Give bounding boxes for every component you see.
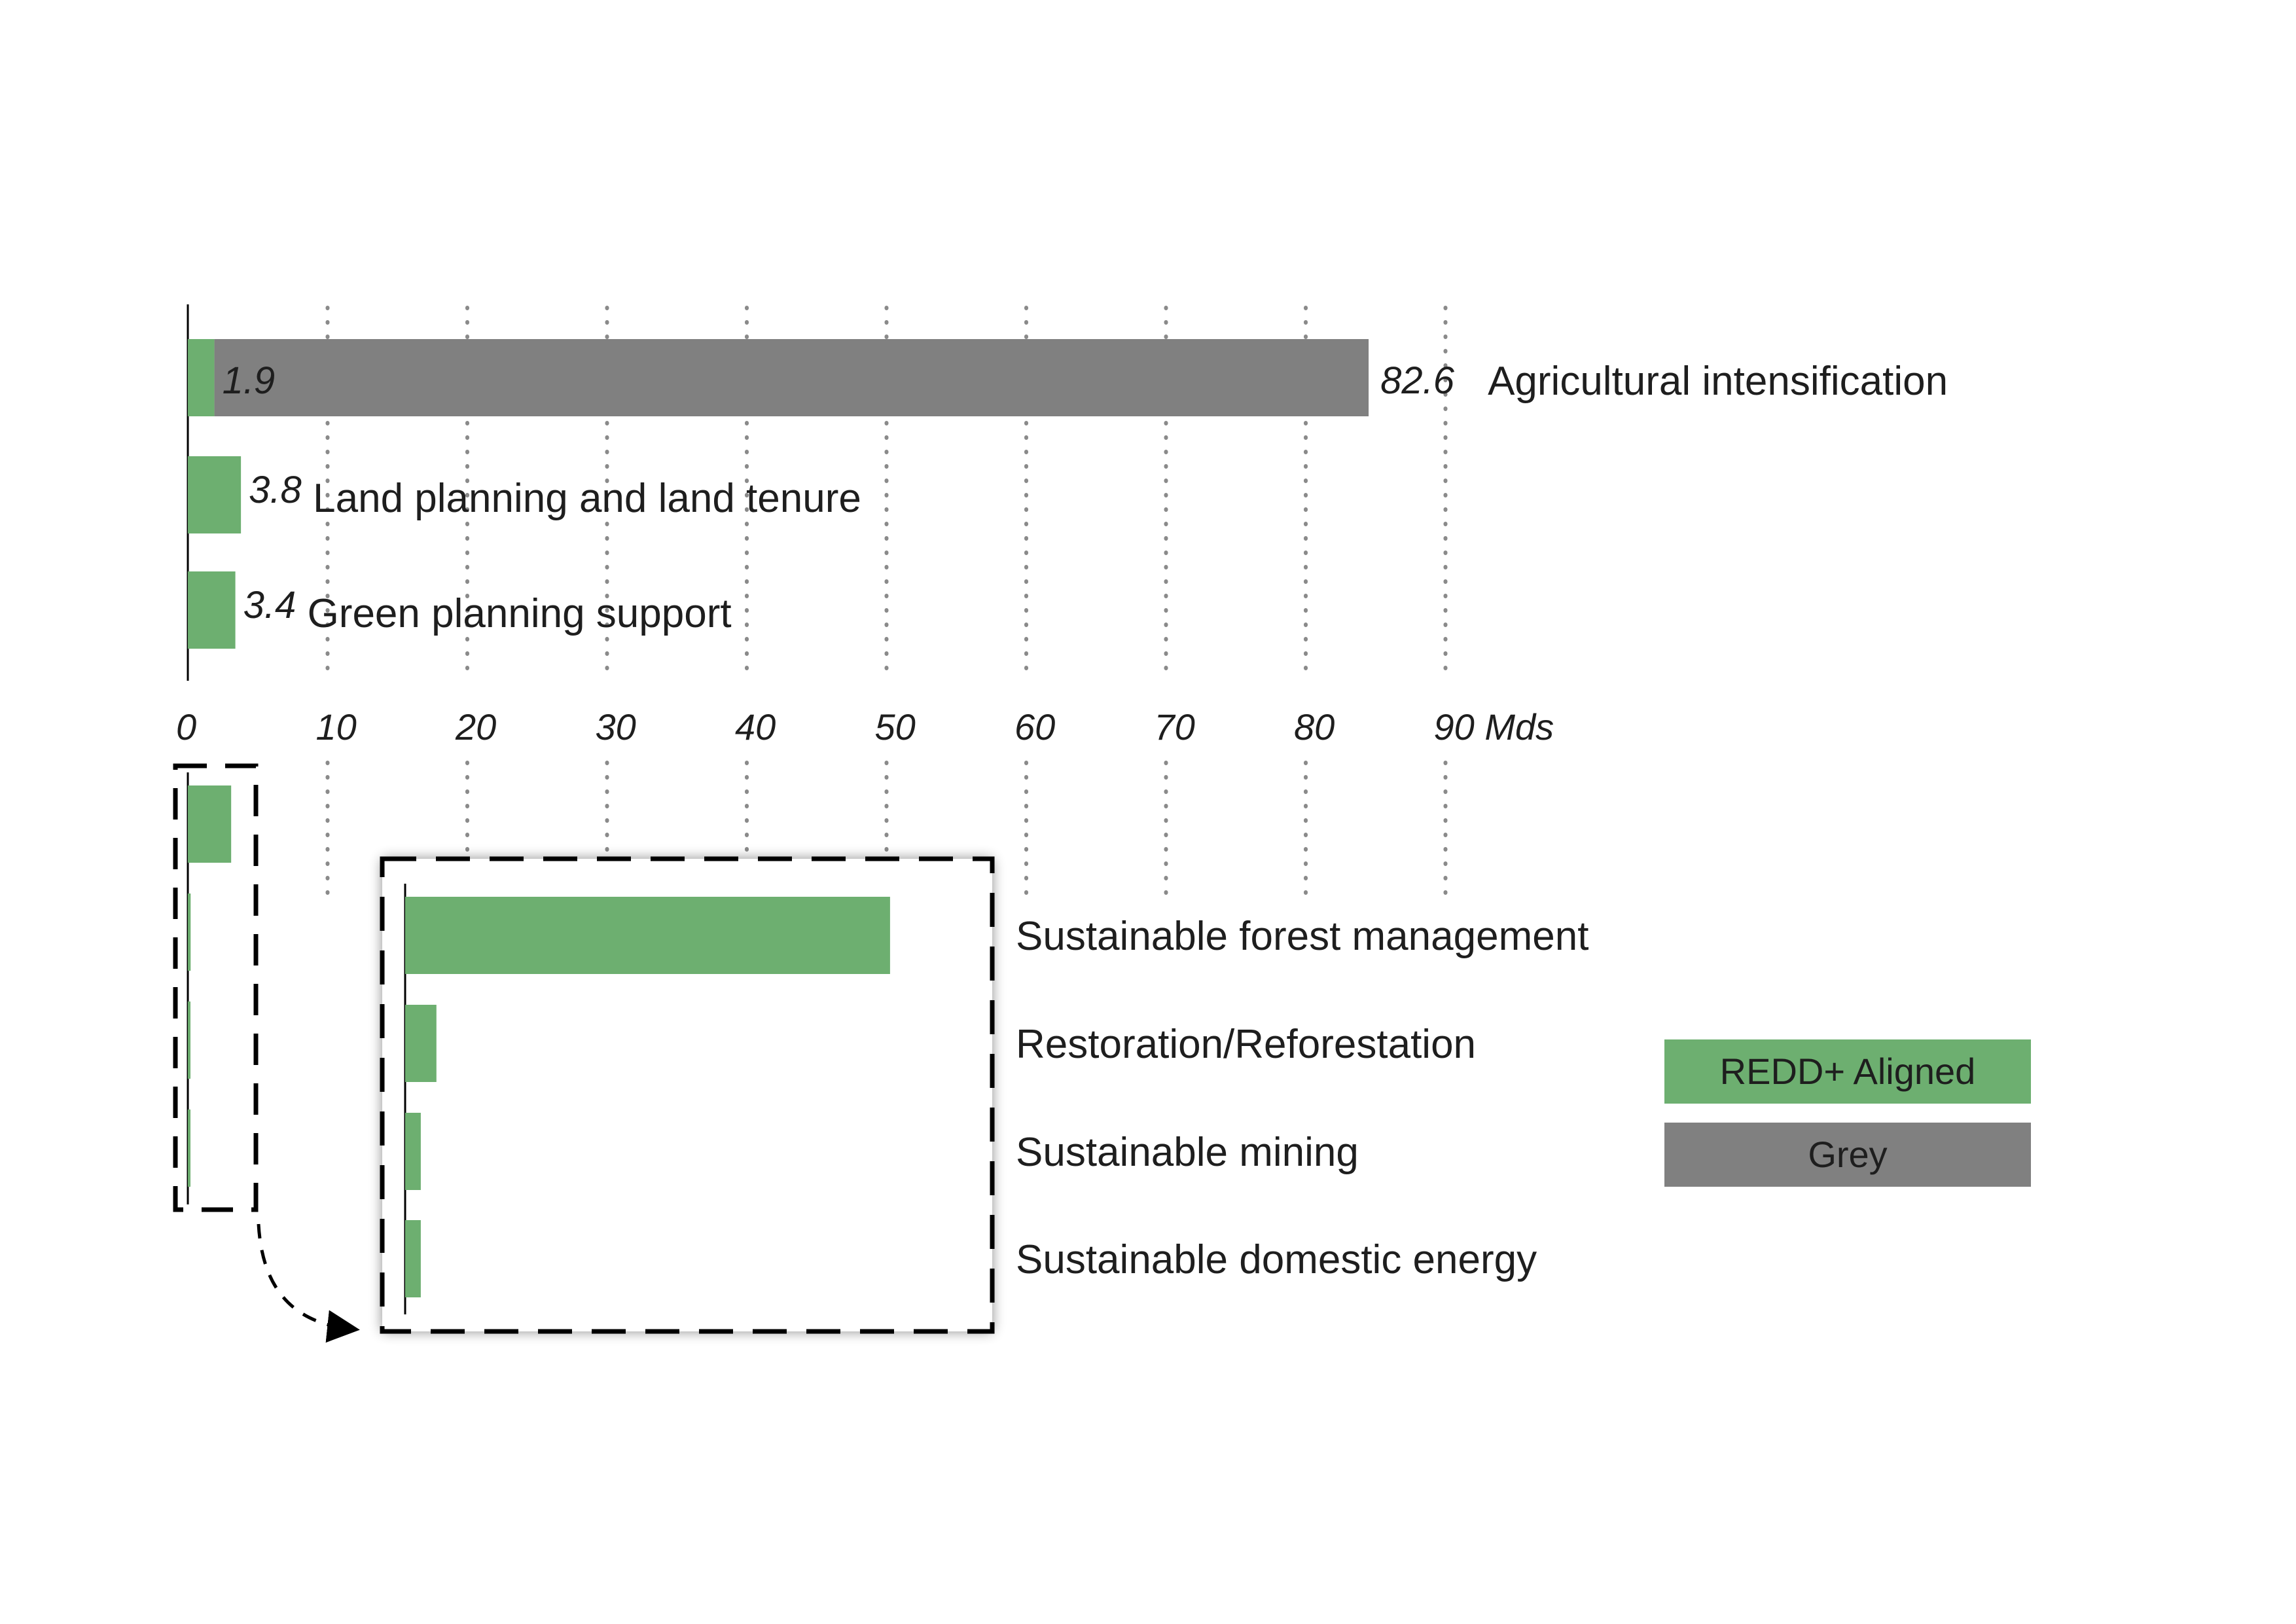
x-tick-label: 90 Mds <box>1434 706 1554 748</box>
x-tick-label: 50 <box>875 706 916 748</box>
x-tick-label: 30 <box>596 706 636 748</box>
legend-label: REDD+ Aligned <box>1720 1051 1976 1092</box>
category-label: Green planning support <box>308 591 732 636</box>
category-label: Agricultural intensification <box>1488 359 1948 404</box>
bars <box>188 339 1369 1187</box>
zoom-bar-2 <box>405 1113 421 1190</box>
small-bar-0 <box>188 785 232 863</box>
legend-swatch-0 <box>1664 1039 2031 1104</box>
bar-redd-value: 1.9 <box>223 359 276 402</box>
x-tick-label: 70 <box>1155 706 1195 748</box>
x-tick-label: 80 <box>1294 706 1335 748</box>
zoom-bar-1 <box>405 1005 437 1082</box>
zoom-bar-0 <box>405 897 890 974</box>
legend-swatch-1 <box>1664 1123 2031 1187</box>
category-label: Sustainable forest management <box>1016 914 1588 959</box>
bar-total-value: 82.6 <box>1380 359 1455 402</box>
labels: 1.9 82.6 Agricultural intensification 3.8 La… <box>223 359 1948 1282</box>
category-label: Sustainable domestic energy <box>1016 1237 1537 1282</box>
x-tick-label: 40 <box>735 706 776 748</box>
small-bar-1 <box>188 893 191 971</box>
zoom-bar-3 <box>405 1220 421 1297</box>
category-label: Land planning and land tenure <box>313 476 861 521</box>
bar-redd-value: 3.4 <box>243 584 296 626</box>
small-bar-3 <box>188 1110 190 1187</box>
legend-label: Grey <box>1808 1134 1887 1175</box>
bar-redd-2 <box>188 571 236 649</box>
x-tick-label: 20 <box>455 706 496 748</box>
x-tick-label: 0 <box>176 706 196 748</box>
x-tick-label: 10 <box>316 706 357 748</box>
selection-box <box>173 763 259 1212</box>
x-tick-label: 60 <box>1014 706 1055 748</box>
category-label: Sustainable mining <box>1016 1130 1359 1175</box>
bar-grey-0 <box>214 339 1369 416</box>
bar-redd-0 <box>188 339 215 416</box>
category-label: Restoration/Reforestation <box>1016 1022 1476 1067</box>
bar-redd-1 <box>188 456 242 533</box>
gridlines <box>325 306 1448 905</box>
bar-redd-value: 3.8 <box>249 469 302 511</box>
zoom-arrow <box>257 1223 360 1343</box>
zoom-inset <box>173 763 995 1343</box>
small-bar-2 <box>188 1001 190 1079</box>
